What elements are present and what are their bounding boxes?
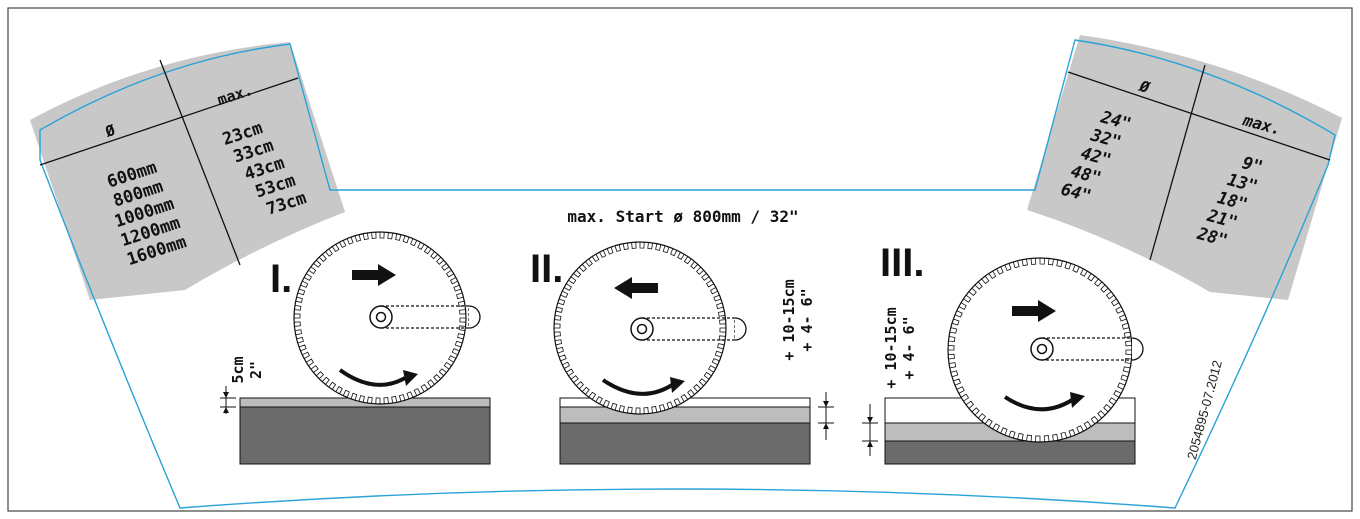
right-table-header-line xyxy=(1067,71,1331,161)
step-2-rotation-arrow xyxy=(601,378,674,396)
step-3-depth-metric: + 10-15cm xyxy=(882,307,900,388)
step-1-depth-imperial: 2" xyxy=(247,361,265,379)
step-3-hub xyxy=(1030,337,1054,361)
right-table-panel xyxy=(1027,35,1342,300)
step-2-cut-layer xyxy=(559,406,811,424)
step-3-rotation-arrow xyxy=(1003,395,1074,412)
step-3-ground xyxy=(884,440,1136,465)
step-3-arm-hinge xyxy=(1131,337,1144,361)
rotation-arrowhead-icon xyxy=(403,370,418,386)
step-2-depth-imperial: + 4- 6" xyxy=(798,288,816,351)
rotation-arrowhead-icon xyxy=(670,377,685,393)
blade-tooth-segments xyxy=(294,232,466,404)
left-table-header-line xyxy=(39,77,299,166)
step-1-hub-center xyxy=(375,311,387,323)
step-2-arm-hinge xyxy=(734,317,747,341)
step-1-label: I. xyxy=(270,257,292,301)
left-table-panel xyxy=(30,42,345,300)
blade-tooth-segments xyxy=(948,258,1132,442)
step-2: II. + 10-15cm + 4- 6" xyxy=(530,241,834,465)
step-1-hub xyxy=(369,305,393,329)
step-2-ground xyxy=(559,422,811,465)
step-2-label: II. xyxy=(530,247,563,291)
step-3-depth-imperial: + 4- 6" xyxy=(900,316,918,379)
step-2-arm xyxy=(641,317,736,341)
step-3-hub-center xyxy=(1036,343,1048,355)
step-1-rotation-arrow xyxy=(338,368,406,387)
step-1-dim-arrows xyxy=(223,392,229,413)
step-2-blade-teeth xyxy=(554,242,726,414)
outer-frame xyxy=(7,7,1353,512)
step-3-label: III. xyxy=(880,241,924,285)
step-3: III. + 10-15cm + 4- 6" xyxy=(862,241,1144,465)
step-2-hub-center xyxy=(636,323,648,335)
step-1-blade-teeth xyxy=(294,232,466,404)
step-1-ground xyxy=(239,406,491,465)
step-2-dim-arrows xyxy=(823,401,829,429)
step-1-depth-metric: 5cm xyxy=(229,356,247,383)
step-2-hub xyxy=(630,317,654,341)
step-2-depth-metric: + 10-15cm xyxy=(780,279,798,360)
step-3-dim-arrows xyxy=(867,417,873,447)
left-table-column-line xyxy=(159,59,241,266)
step-1: I. 5cm 2" xyxy=(220,231,491,465)
max-start-title: max. Start ø 800mm / 32" xyxy=(567,207,798,226)
blade-tooth-segments xyxy=(554,242,726,414)
step-1-arm-hinge xyxy=(468,305,481,329)
right-table-column-line xyxy=(1149,64,1206,261)
rotation-arrowhead-icon xyxy=(1070,392,1085,408)
step-3-blade-teeth xyxy=(948,258,1132,442)
sticker-outline xyxy=(39,39,1336,509)
